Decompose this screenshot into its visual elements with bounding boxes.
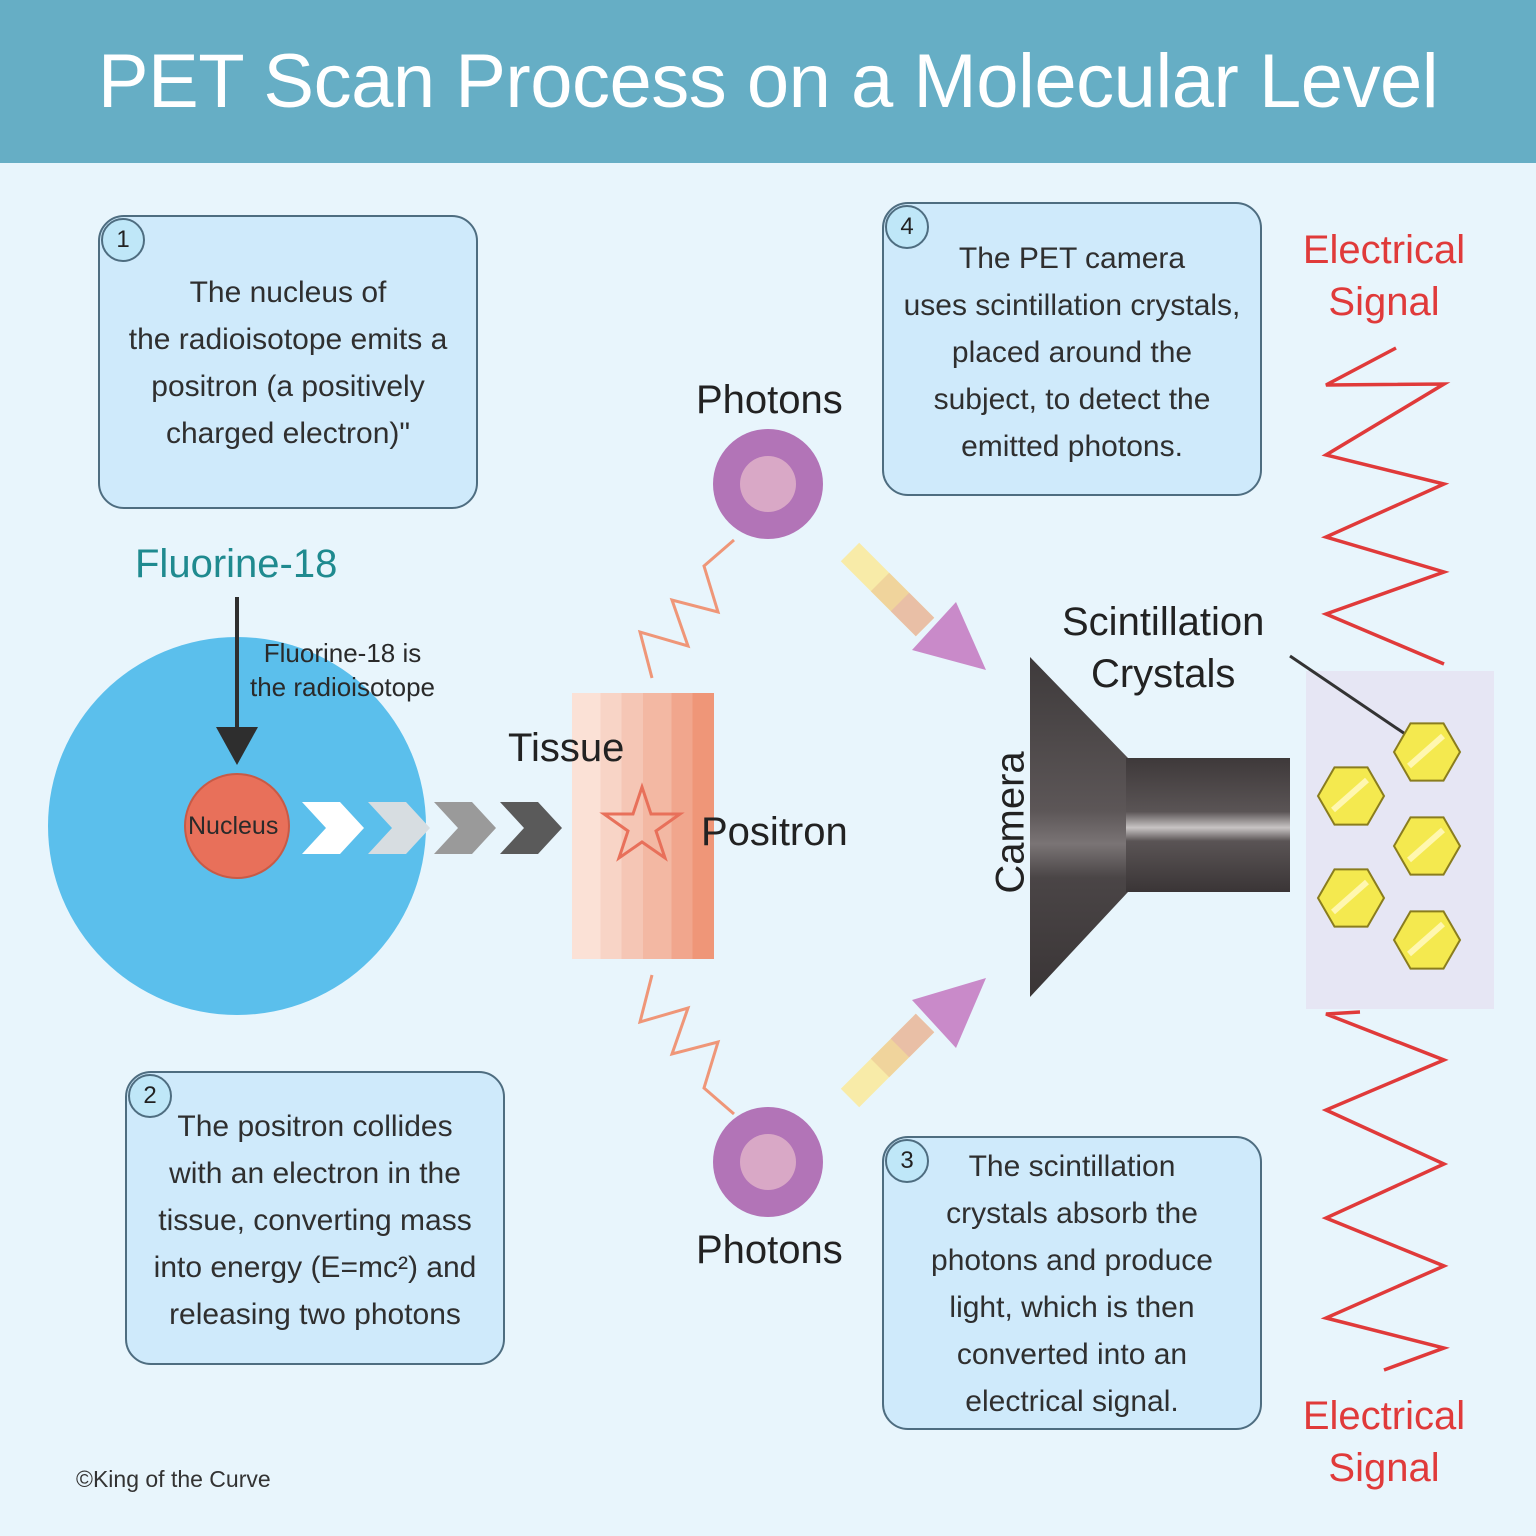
crystals-pointer-line (1289, 654, 1415, 742)
crystals-label: Scintillation Crystals (1062, 600, 1265, 696)
photons-bottom-label: Photons (696, 1228, 843, 1272)
ring-circle-icon (713, 429, 823, 539)
step-1-badge: 1 (101, 218, 145, 262)
fluorine-note: Fluorine-18 is the radioisotope (250, 638, 436, 702)
signal-wave-top (1320, 346, 1451, 666)
ring-circle-icon (713, 1107, 823, 1217)
title-banner (0, 0, 1536, 163)
signal-bottom-label: Electrical Signal (1302, 1394, 1466, 1490)
fluorine-label: Fluorine-18 (135, 542, 338, 586)
hexagon-icon (1392, 910, 1462, 970)
double-chevron-arrow-icon (368, 802, 430, 854)
step-4-box: The PET camera uses scintillation crysta… (882, 202, 1262, 496)
signal-top-label: Electrical Signal (1302, 228, 1466, 324)
camera-label: Camera (988, 751, 1033, 894)
hexagon-icon (1392, 722, 1462, 782)
step-3-box: The scintillation crystals absorb the ph… (882, 1136, 1262, 1430)
star-outline-icon (599, 782, 685, 862)
step-2-box: The positron collides with an electron i… (125, 1071, 505, 1365)
photons-top-label: Photons (696, 378, 843, 422)
page-title: PET Scan Process on a Molecular Level (97, 39, 1439, 124)
nucleus-label: Nucleus (188, 812, 279, 840)
step-3-text: The scintillation crystals absorb the ph… (931, 1150, 1213, 1418)
gamma-wave-bottom (637, 974, 735, 1116)
step-2-badge: 2 (128, 1074, 172, 1118)
step-2-text: The positron collides with an electron i… (153, 1110, 477, 1331)
step-1-text: The nucleus of the radioisotope emits a … (128, 276, 448, 450)
tissue-block (572, 693, 714, 959)
signal-wave-bottom (1320, 1010, 1450, 1372)
hexagon-icon (1392, 816, 1462, 876)
photon-arrow-top (840, 542, 986, 670)
credit-text: ©King of the Curve (76, 1466, 271, 1492)
funnel-camera-icon (1030, 657, 1290, 997)
photon-arrow-bottom (840, 978, 986, 1108)
positron-label: Positron (701, 810, 848, 854)
step-3-badge: 3 (885, 1139, 929, 1183)
hexagon-icon (1316, 766, 1386, 826)
step-4-badge: 4 (885, 205, 929, 249)
tissue-label: Tissue (508, 726, 625, 770)
gamma-wave-top (637, 538, 735, 679)
double-chevron-arrow-icon (434, 802, 496, 854)
double-chevron-arrow-icon (302, 802, 364, 854)
step-4-text: The PET camera uses scintillation crysta… (903, 242, 1241, 463)
nucleus-circle (184, 773, 290, 879)
hexagon-icon (1316, 868, 1386, 928)
double-chevron-arrow-icon (500, 802, 562, 854)
step-1-box: The nucleus of the radioisotope emits a … (98, 215, 478, 509)
fluorine-pointer-arrowhead (216, 727, 258, 765)
